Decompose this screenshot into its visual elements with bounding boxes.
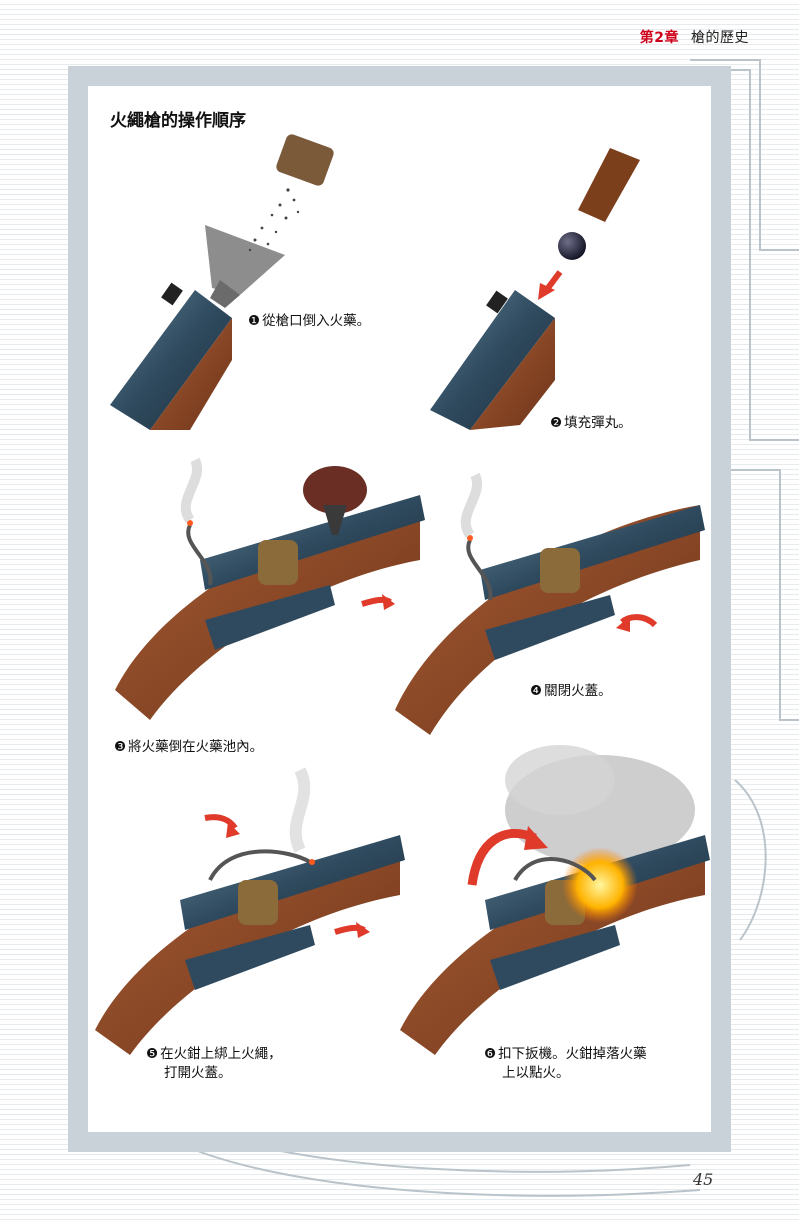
chapter-header: 第2章槍的歷史 <box>640 27 749 47</box>
step-5-text-line2: 打開火蓋。 <box>164 1065 232 1081</box>
step-3-text: 將火藥倒在火藥池內。 <box>128 739 264 755</box>
step-1-text: 從槍口倒入火藥。 <box>262 313 371 329</box>
illustration-panel <box>88 86 711 1132</box>
step-5-text-line1: 在火鉗上綁上火繩， <box>160 1046 282 1062</box>
step-2-text: 填充彈丸。 <box>564 415 632 431</box>
step-6-text-line1: 扣下扳機。火鉗掉落火藥 <box>498 1046 647 1062</box>
chapter-number: 第2章 <box>639 30 679 46</box>
step-1-number: ❶ <box>248 313 261 329</box>
step-6-number: ❻ <box>484 1046 497 1062</box>
step-3-number: ❸ <box>114 739 127 755</box>
step-4-number: ❹ <box>530 683 543 699</box>
step-5-number: ❺ <box>146 1046 159 1062</box>
step-6-text-line2: 上以點火。 <box>502 1065 570 1081</box>
page-title: 火繩槍的操作順序 <box>110 111 246 131</box>
step-2-number: ❷ <box>550 415 563 431</box>
page-number: 45 <box>693 1170 714 1189</box>
chapter-title: 槍的歷史 <box>691 30 749 46</box>
step-4-text: 關閉火蓋。 <box>544 683 612 699</box>
